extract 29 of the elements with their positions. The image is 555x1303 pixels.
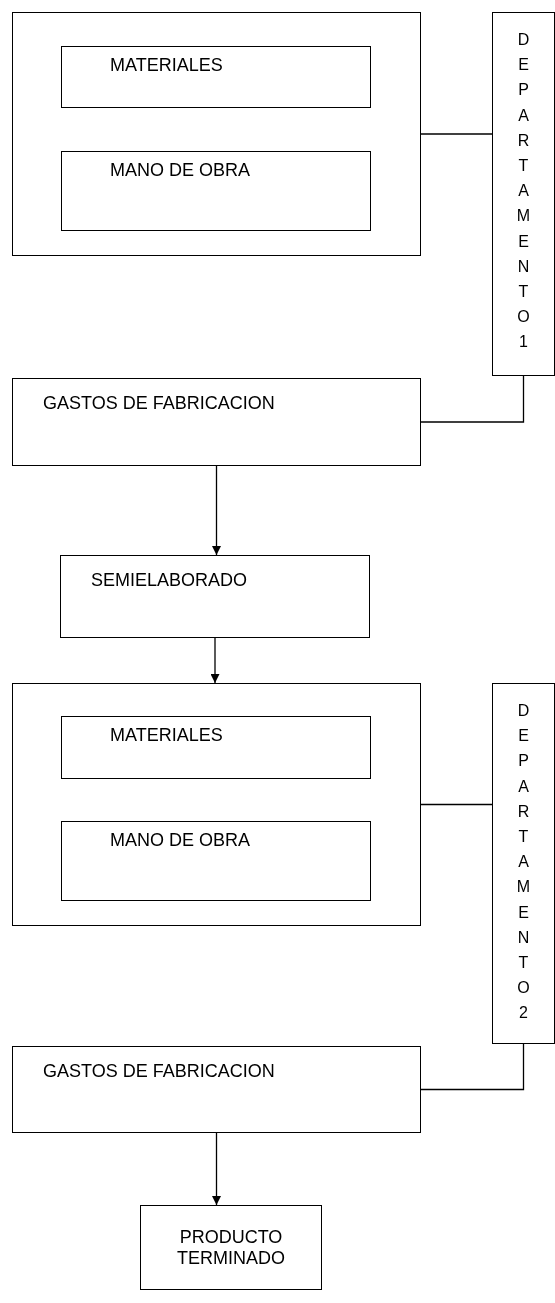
box-label: MATERIALES <box>110 725 223 746</box>
process-box <box>61 716 371 779</box>
box-label: MANO DE OBRA <box>110 830 251 851</box>
process-box <box>60 555 370 638</box>
process-box <box>12 378 421 466</box>
department-bar <box>492 683 555 1044</box>
group-frame <box>12 683 421 926</box>
process-box <box>12 1046 421 1133</box>
connector-line <box>420 375 525 423</box>
department-bar <box>492 12 555 376</box>
process-box <box>61 46 371 108</box>
arrow <box>212 465 221 556</box>
box-label: SEMIELABORADO <box>91 570 248 591</box>
connector-line <box>420 133 493 135</box>
box-label: GASTOS DE FABRICACION <box>43 393 275 414</box>
group-frame <box>12 12 421 256</box>
department-label: DEPARTAMENTO 2 <box>515 701 532 1024</box>
box-label: MANO DE OBRA <box>110 160 251 181</box>
arrow <box>210 637 220 684</box>
department-label: DEPARTAMENTO 1 <box>515 30 532 353</box>
process-box <box>61 151 371 231</box>
box-label: MATERIALES <box>110 55 223 76</box>
process-box <box>140 1205 322 1290</box>
connector-line <box>420 803 493 806</box>
connector-line <box>420 1043 525 1091</box>
process-box <box>61 821 371 901</box>
box-label: PRODUCTO TERMINADO <box>176 1226 286 1269</box>
box-label: GASTOS DE FABRICACION <box>43 1061 275 1082</box>
arrow <box>212 1132 221 1206</box>
